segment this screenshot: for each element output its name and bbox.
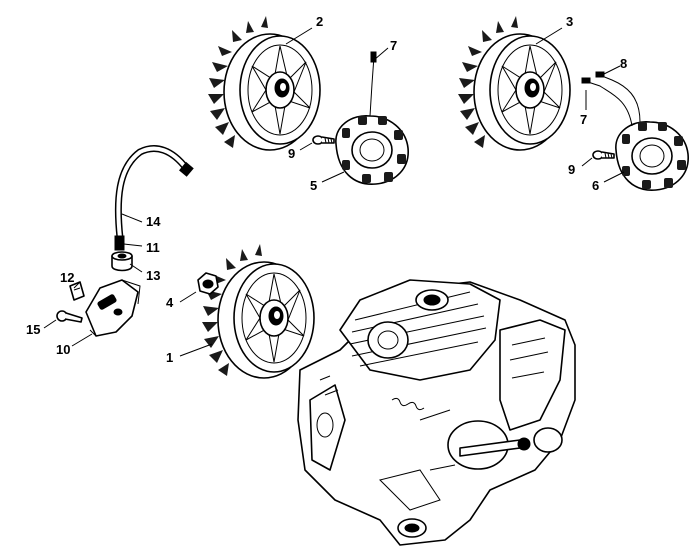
- callout-15: 15: [26, 322, 40, 337]
- screw-part-9-right: [592, 150, 615, 160]
- engine-housing: [297, 279, 576, 546]
- clip-part-12: [69, 281, 85, 301]
- callout-9-right: 9: [568, 162, 575, 177]
- callout-14: 14: [146, 214, 161, 229]
- generator-part-5: [335, 51, 409, 185]
- callout-12: 12: [60, 270, 74, 285]
- screw-part-15: [56, 310, 83, 323]
- bushing-part-13: [111, 251, 133, 272]
- flywheel-part-3: [457, 15, 571, 151]
- callout-10: 10: [56, 342, 70, 357]
- callout-1: 1: [166, 350, 173, 365]
- nut-part-4: [197, 272, 219, 295]
- callout-5: 5: [310, 178, 317, 193]
- ignition-lead-part-14: [114, 145, 194, 242]
- callout-6: 6: [592, 178, 599, 193]
- callout-13: 13: [146, 268, 160, 283]
- screw-part-9-left: [312, 135, 335, 145]
- callout-7-left: 7: [390, 38, 397, 53]
- callout-2: 2: [316, 14, 323, 29]
- callout-9-left: 9: [288, 146, 295, 161]
- callout-4: 4: [166, 295, 174, 310]
- sleeve-part-11: [114, 235, 125, 251]
- generator-part-6: [581, 71, 689, 191]
- callout-11: 11: [146, 240, 160, 255]
- callout-3: 3: [566, 14, 573, 29]
- ignition-module-part-10: [85, 279, 141, 337]
- flywheel-part-2: [207, 15, 321, 151]
- callout-7-right: 7: [580, 112, 587, 127]
- flywheel-part-1: [201, 243, 315, 379]
- callout-8: 8: [620, 56, 627, 71]
- leader-lines: [43, 27, 625, 357]
